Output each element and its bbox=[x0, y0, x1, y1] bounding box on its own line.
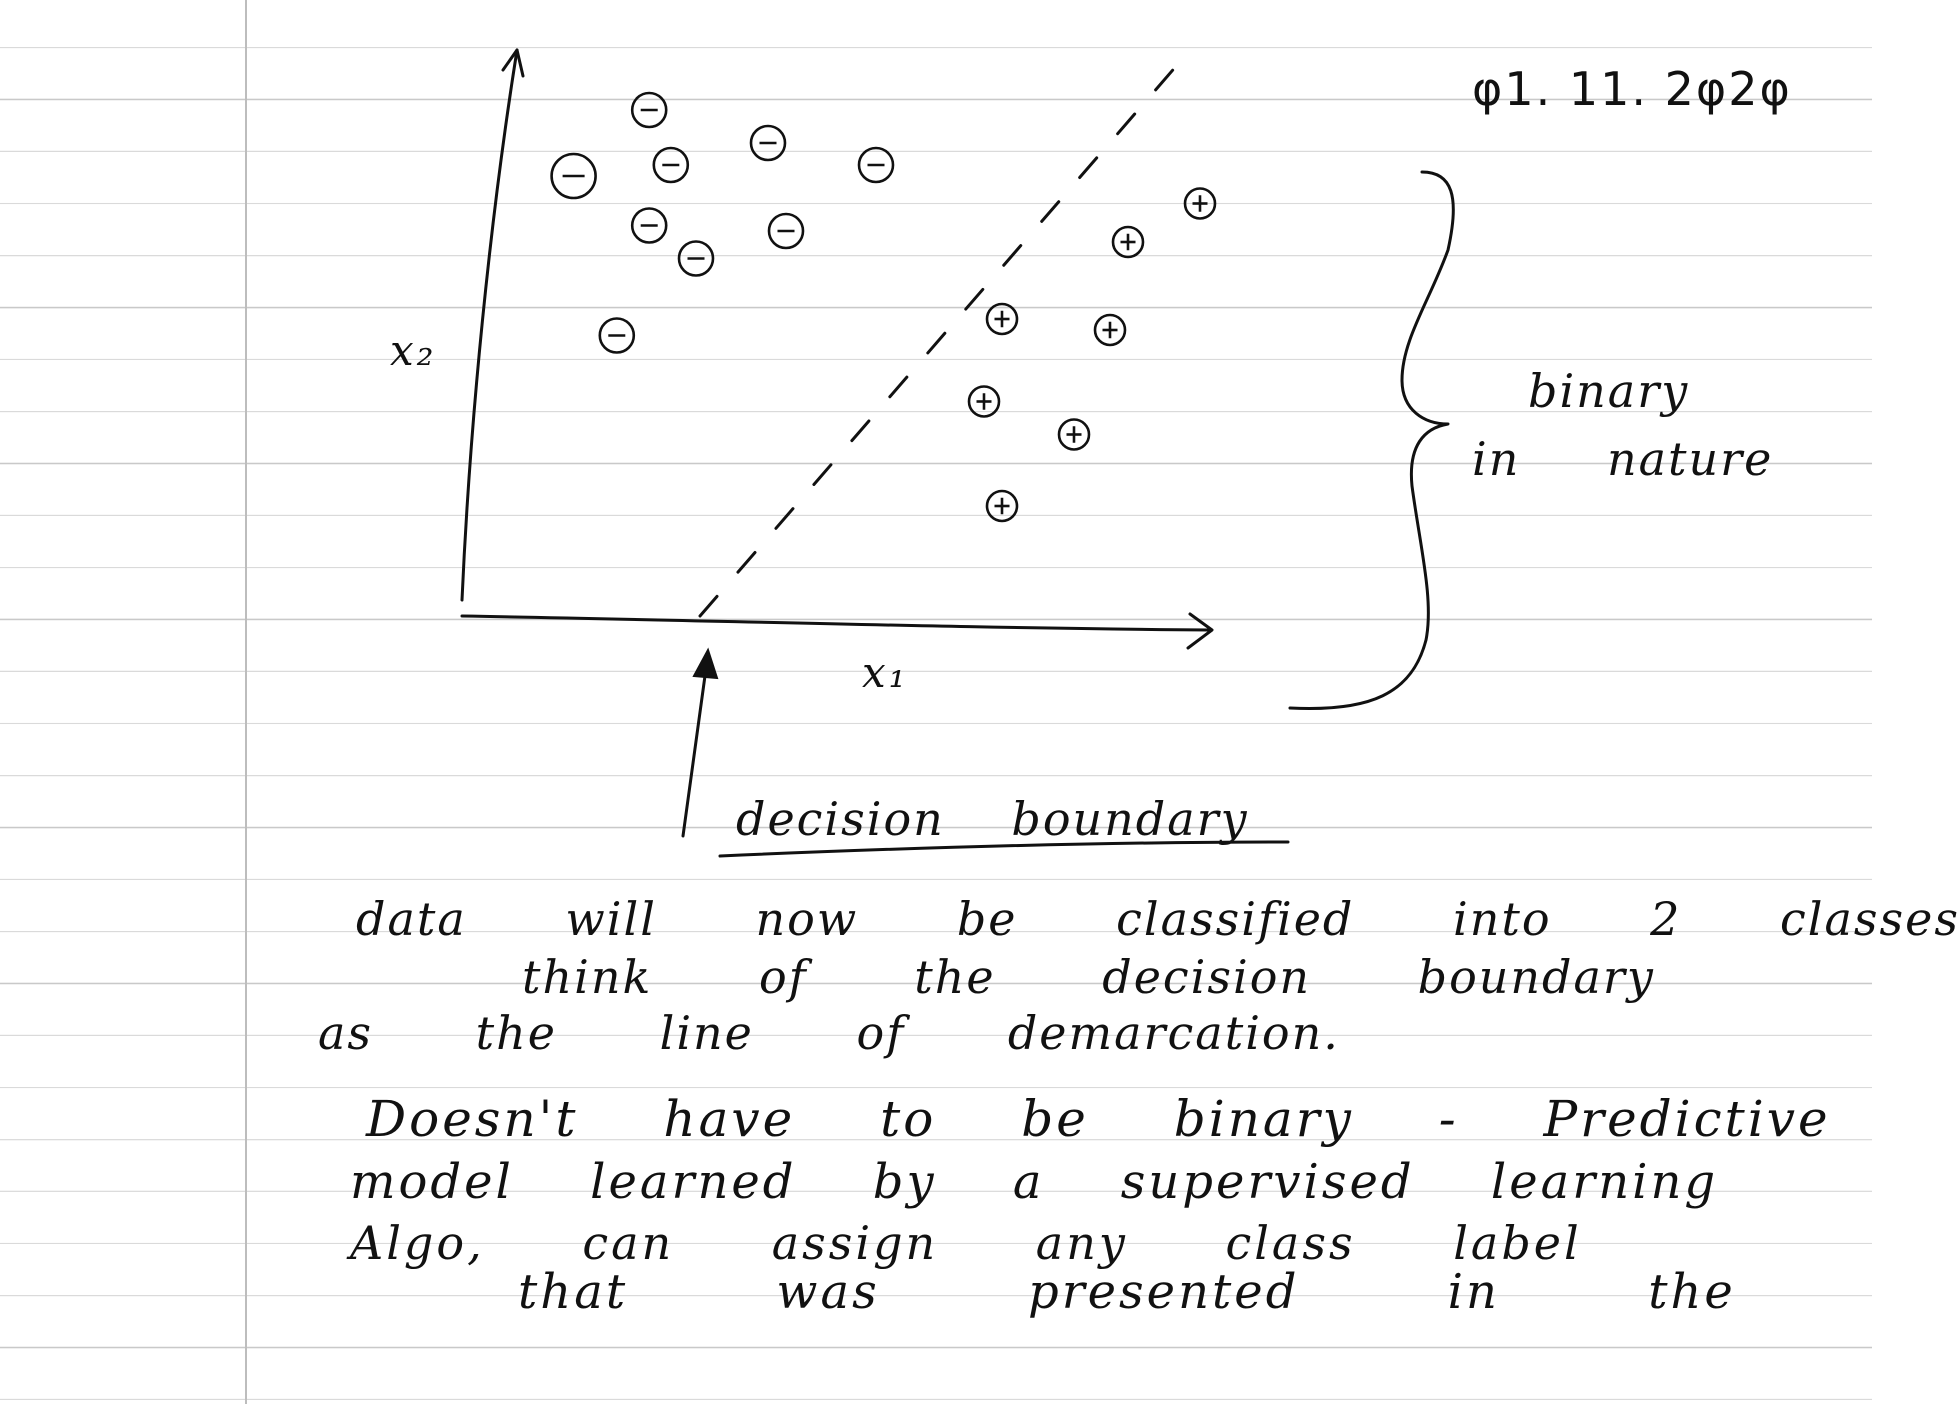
pointer-arrow bbox=[681, 652, 710, 838]
note-line-2: think of the decision boundary bbox=[522, 950, 1655, 1004]
note-line-1: data will now be classified into 2 class… bbox=[356, 892, 1960, 946]
x2-axis-arrowhead bbox=[501, 48, 525, 78]
positive-point bbox=[985, 489, 1019, 523]
note-line-7: that was presented in the bbox=[518, 1264, 1736, 1320]
positive-point bbox=[1057, 418, 1091, 451]
x1-axis bbox=[460, 614, 1212, 632]
note-line-5: model learned by a supervised learning bbox=[350, 1154, 1719, 1210]
x2-axis bbox=[460, 48, 519, 602]
margin-line bbox=[245, 0, 247, 1404]
positive-point bbox=[1183, 187, 1217, 220]
x2-axis-label: x₂ bbox=[390, 326, 437, 375]
negative-point bbox=[630, 207, 668, 244]
note-line-4: Doesn't have to be binary - Predictive bbox=[366, 1090, 1831, 1148]
negative-point bbox=[857, 146, 895, 184]
note-line-3: as the line of demarcation. bbox=[318, 1006, 1340, 1060]
label-underline bbox=[718, 840, 1290, 858]
positive-point bbox=[967, 385, 1001, 418]
negative-point bbox=[630, 91, 668, 129]
negative-point bbox=[652, 146, 690, 184]
date: φ1. 11. 2φ2φ bbox=[1472, 62, 1792, 116]
classification-diagram bbox=[460, 48, 1455, 858]
decision-boundary-label: decision boundary bbox=[736, 792, 1249, 846]
positive-point bbox=[1093, 313, 1127, 347]
negative-point bbox=[598, 317, 636, 354]
brace-label-line-2: in nature bbox=[1472, 432, 1774, 486]
x1-axis-label: x₁ bbox=[862, 648, 909, 697]
curly-brace bbox=[1288, 170, 1455, 711]
decision-boundary-line bbox=[698, 62, 1180, 618]
negative-point bbox=[749, 124, 787, 162]
note-line-6: Algo, can assign any class label bbox=[350, 1216, 1582, 1270]
x1-axis-arrowhead bbox=[1186, 612, 1214, 650]
positive-point bbox=[985, 302, 1019, 336]
negative-point bbox=[550, 152, 597, 200]
negative-point bbox=[677, 240, 715, 277]
positive-point bbox=[1111, 225, 1145, 259]
pointer-arrowhead bbox=[692, 647, 719, 680]
negative-point bbox=[767, 212, 805, 250]
brace-label-line-1: binary bbox=[1528, 364, 1690, 418]
